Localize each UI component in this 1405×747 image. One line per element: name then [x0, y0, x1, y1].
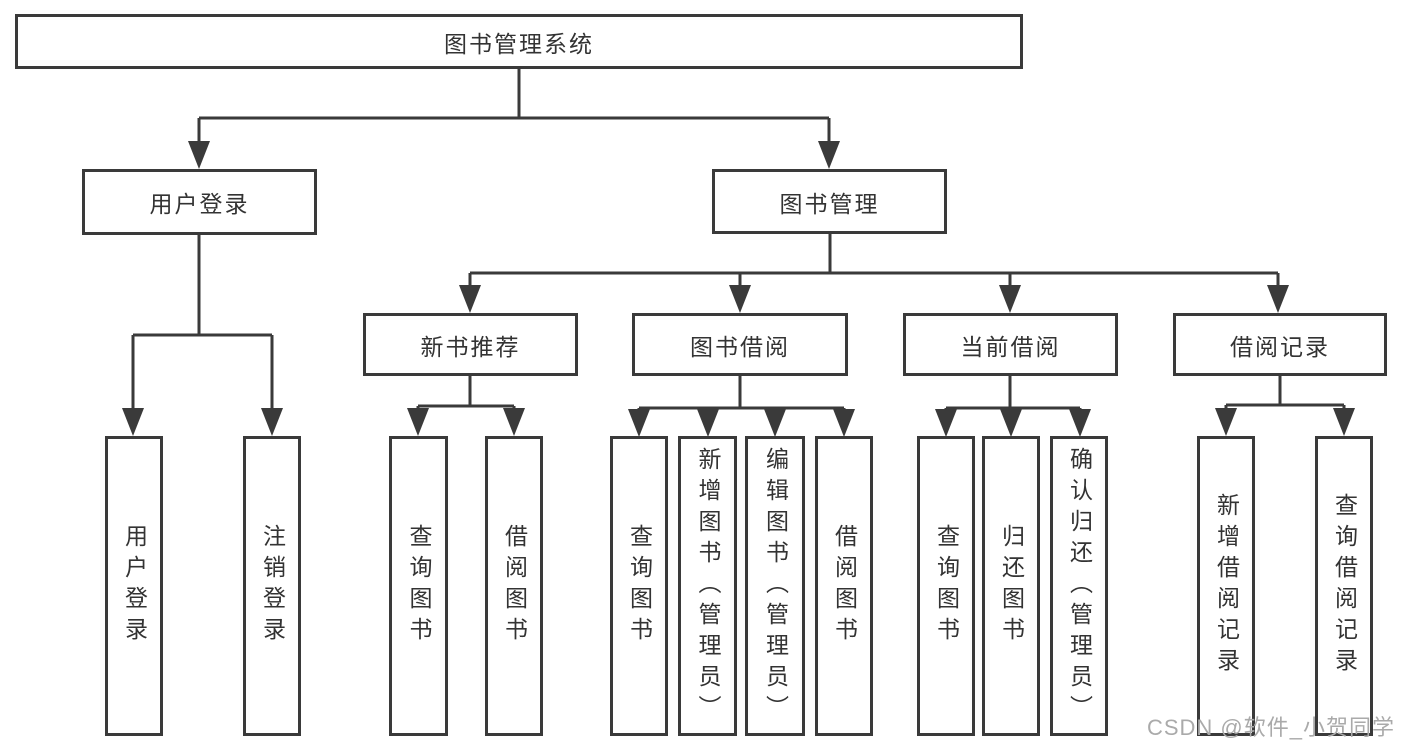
node-user-login: 用户登录	[82, 169, 317, 235]
node-leaf-edit-books-admin: 编辑图书（管理员）	[745, 436, 805, 736]
node-label: 新增图书（管理员）	[695, 446, 721, 726]
node-label: 图书管理系统	[444, 30, 594, 57]
connector-borrow-records-to-children	[1215, 376, 1355, 436]
connector-new-book-to-children	[407, 376, 525, 436]
node-label: 新书推荐	[420, 333, 521, 360]
node-book-management: 图书管理	[712, 169, 947, 234]
node-label: 借阅图书	[831, 524, 858, 648]
node-leaf-logout: 注销登录	[243, 436, 301, 736]
node-label: 查询图书	[933, 524, 960, 648]
connector-root-to-level2	[188, 69, 840, 169]
node-label: 当前借阅	[960, 333, 1061, 360]
node-leaf-borrow-books-recommend: 借阅图书	[485, 436, 543, 736]
node-label: 用户登录	[149, 191, 250, 217]
node-leaf-query-borrow-record: 查询借阅记录	[1315, 436, 1373, 736]
node-leaf-borrow-books: 借阅图书	[815, 436, 873, 736]
node-label: 注销登录	[259, 524, 286, 648]
node-leaf-add-books-admin: 新增图书（管理员）	[678, 436, 737, 736]
node-library-management-system: 图书管理系统	[15, 14, 1023, 69]
node-label: 借阅图书	[501, 524, 528, 648]
node-label: 用户登录	[121, 524, 148, 648]
node-new-book-recommend: 新书推荐	[363, 313, 578, 376]
node-current-borrowing: 当前借阅	[903, 313, 1118, 376]
node-book-borrowing: 图书借阅	[632, 313, 848, 376]
node-borrowing-records: 借阅记录	[1173, 313, 1387, 376]
node-leaf-query-books-current: 查询图书	[917, 436, 975, 736]
node-label: 图书借阅	[690, 333, 790, 360]
node-leaf-return-books: 归还图书	[982, 436, 1040, 736]
connector-current-borrow-to-children	[935, 376, 1091, 437]
node-label: 确认归还（管理员）	[1066, 446, 1093, 726]
node-leaf-confirm-return-admin: 确认归还（管理员）	[1050, 436, 1108, 736]
node-leaf-query-books-recommend: 查询图书	[389, 436, 448, 736]
node-label: 编辑图书（管理员）	[762, 446, 789, 726]
node-leaf-add-borrow-record: 新增借阅记录	[1197, 436, 1255, 736]
node-label: 借阅记录	[1230, 333, 1330, 360]
watermark: CSDN @软件_小贺同学	[1146, 715, 1395, 740]
connector-book-management-to-level3	[459, 234, 1289, 313]
connector-book-borrow-to-children	[628, 376, 855, 437]
node-leaf-query-books-borrowing: 查询图书	[610, 436, 668, 736]
node-label: 查询借阅记录	[1331, 493, 1358, 679]
node-label: 新增借阅记录	[1213, 493, 1240, 679]
node-label: 图书管理	[779, 190, 880, 217]
node-leaf-user-login: 用户登录	[105, 436, 163, 736]
node-label: 查询图书	[626, 524, 653, 648]
connector-user-login-to-children	[122, 235, 283, 436]
node-label: 查询图书	[406, 524, 432, 648]
node-label: 归还图书	[998, 524, 1025, 648]
